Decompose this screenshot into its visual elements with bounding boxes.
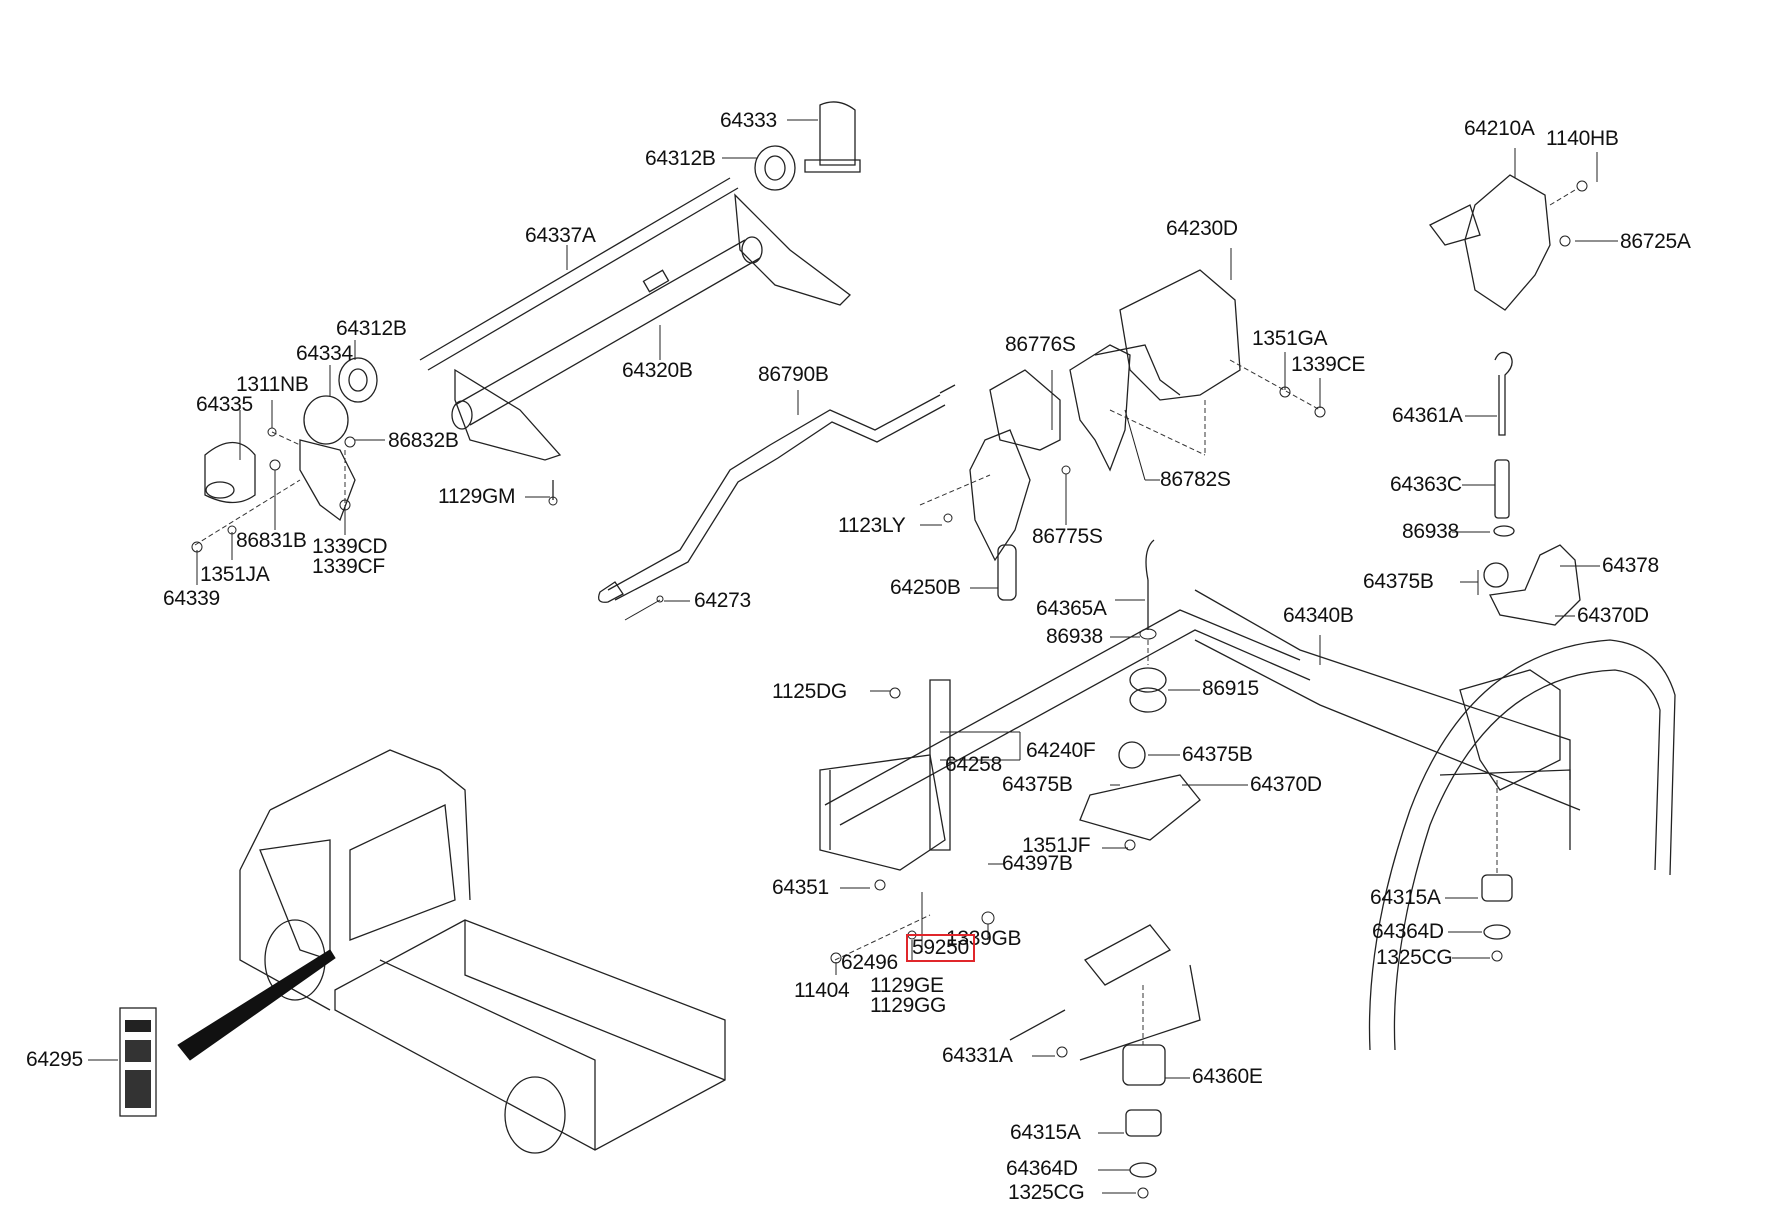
part-label-1339ce[interactable]: 1339CE [1291,353,1366,376]
part-label-86915[interactable]: 86915 [1202,677,1259,700]
part-label-64240f[interactable]: 64240F [1026,739,1096,762]
part-label-64333[interactable]: 64333 [720,109,777,132]
part-label-1351ja[interactable]: 1351JA [200,563,270,586]
rubber-mounts [830,539,1513,1199]
part-label-64230d[interactable]: 64230D [1166,217,1238,240]
part-label-1311nb[interactable]: 1311NB [236,373,309,396]
part-label-1339cd[interactable]: 1339CD [312,535,388,558]
part-label-86782s[interactable]: 86782S [1160,468,1231,491]
part-label-64258[interactable]: 64258 [945,753,1002,776]
part-label-64273[interactable]: 64273 [694,589,751,612]
truck-illustration [177,749,726,1154]
leader-lines [88,119,1618,1194]
part-label-1339gb[interactable]: 1339GB [946,927,1022,950]
part-label-64363c[interactable]: 64363C [1390,473,1462,496]
part-label-86790b[interactable]: 86790B [758,363,829,386]
part-label-86776s[interactable]: 86776S [1005,333,1076,356]
part-label-64250b[interactable]: 64250B [890,576,961,599]
hook-bracket [1429,174,1588,626]
part-label-64365a[interactable]: 64365A [1036,597,1107,620]
part-label-1351jf[interactable]: 1351JF [1022,834,1091,857]
part-label-64339[interactable]: 64339 [163,587,220,610]
part-label-1325cg-bottom[interactable]: 1325CG [1008,1181,1085,1204]
cross-shaft-assembly [191,101,861,553]
part-label-64337a[interactable]: 64337A [525,224,596,247]
part-label-64334[interactable]: 64334 [296,342,353,365]
part-label-64397b[interactable]: 64397B [1002,852,1073,875]
part-label-64375b-left[interactable]: 64375B [1002,773,1073,796]
part-label-86831b[interactable]: 86831B [236,529,307,552]
part-label-64312b-left[interactable]: 64312B [336,317,407,340]
part-label-64315a-right[interactable]: 64315A [1370,886,1441,909]
part-label-64364d-right[interactable]: 64364D [1372,920,1444,943]
part-label-64364d-bottom[interactable]: 64364D [1006,1157,1078,1180]
part-label-86938-mid[interactable]: 86938 [1046,625,1103,648]
part-label-59250-highlighted[interactable]: 59250 [906,934,975,962]
part-label-64340b[interactable]: 64340B [1283,604,1354,627]
part-label-1129gm[interactable]: 1129GM [438,485,516,508]
cab-frame [819,589,1676,1061]
part-label-64312b-top[interactable]: 64312B [645,147,716,170]
part-label-64360e[interactable]: 64360E [1192,1065,1263,1088]
part-label-1129gg[interactable]: 1129GG [870,994,947,1017]
label-sticker [119,1007,157,1117]
part-label-1140hb[interactable]: 1140HB [1546,127,1619,150]
part-label-1325cg-right[interactable]: 1325CG [1376,946,1453,969]
part-label-11404[interactable]: 11404 [794,979,850,1002]
part-label-64370d-right[interactable]: 64370D [1577,604,1649,627]
part-label-64370d-mid[interactable]: 64370D [1250,773,1322,796]
part-label-64375b-mid[interactable]: 64375B [1182,743,1253,766]
part-label-64375b-right[interactable]: 64375B [1363,570,1434,593]
part-label-64331a[interactable]: 64331A [942,1044,1013,1067]
part-label-1339cf[interactable]: 1339CF [312,555,385,578]
part-label-64315a-bottom[interactable]: 64315A [1010,1121,1081,1144]
part-label-62496[interactable]: 62496 [841,951,898,974]
part-label-1125dg[interactable]: 1125DG [772,680,847,703]
part-label-1351ga[interactable]: 1351GA [1252,327,1328,350]
part-label-64351[interactable]: 64351 [772,876,829,899]
part-label-86775s[interactable]: 86775S [1032,525,1103,548]
part-label-1129ge[interactable]: 1129GE [870,974,944,997]
part-label-64210a[interactable]: 64210A [1464,117,1535,140]
part-label-64361a[interactable]: 64361A [1392,404,1463,427]
part-label-86725a[interactable]: 86725A [1620,230,1691,253]
part-label-86832b[interactable]: 86832B [388,429,459,452]
part-label-64320b[interactable]: 64320B [622,359,693,382]
cab-lock-mechanism [919,269,1326,601]
part-label-64378[interactable]: 64378 [1602,554,1659,577]
part-label-86938-right[interactable]: 86938 [1402,520,1459,543]
part-label-64335[interactable]: 64335 [196,393,253,416]
torsion-bar [597,384,956,621]
part-label-1123ly[interactable]: 1123LY [838,514,906,537]
part-label-64295[interactable]: 64295 [26,1048,83,1071]
